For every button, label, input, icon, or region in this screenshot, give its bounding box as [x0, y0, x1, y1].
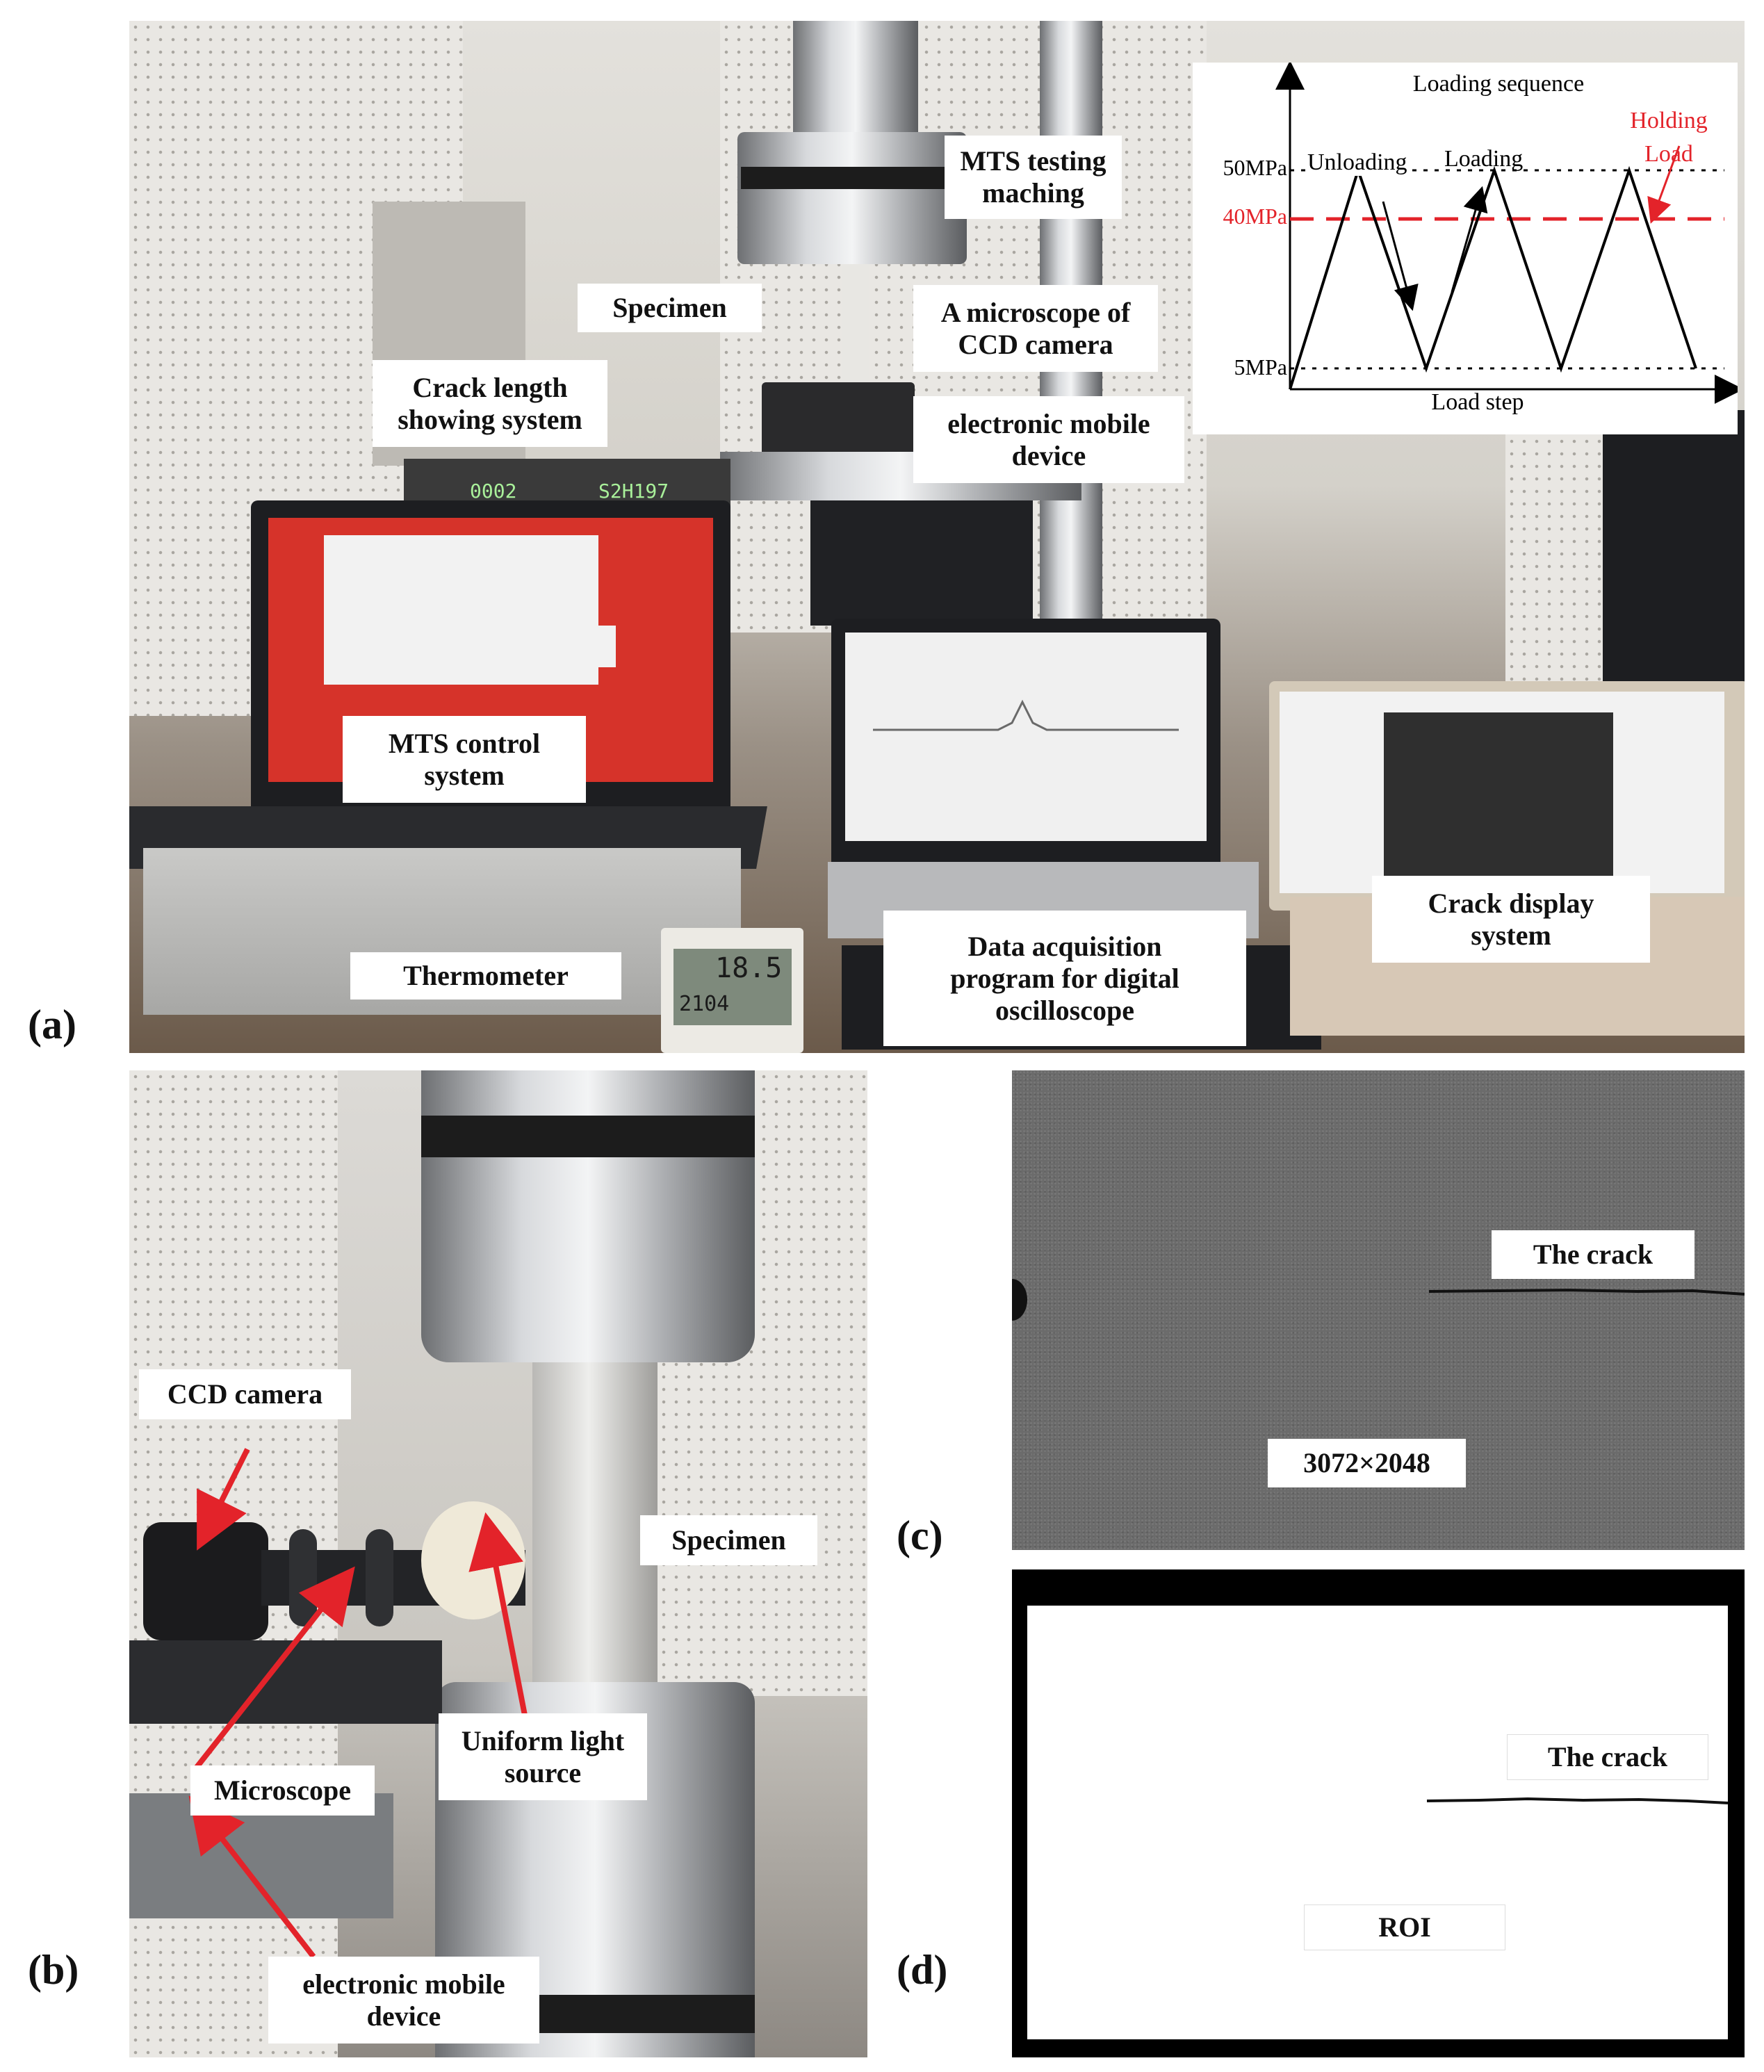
level-hold-label: 40MPa	[1223, 204, 1287, 229]
label-thermometer: Thermometer	[350, 952, 621, 1000]
label-data-acquisition: Data acquisition program for digital osc…	[883, 911, 1246, 1046]
label-resolution: 3072×2048	[1268, 1439, 1466, 1487]
label-microscope-ccd: A microscope of CCD camera	[913, 285, 1158, 372]
thermometer-device: 18.5 2104	[661, 928, 803, 1053]
panel-d-roi-image: The crack ROI	[1012, 1569, 1745, 2057]
counter-right-readout: S2H197	[598, 480, 669, 503]
crack-line-d	[1426, 1797, 1728, 1804]
unloading-label: Unloading	[1307, 149, 1407, 176]
crack-line-c	[1428, 1288, 1745, 1296]
diagram-xlabel: Load step	[1431, 389, 1524, 415]
pegboard-b-right	[658, 1070, 867, 1696]
laptop-right-screen	[1280, 692, 1724, 893]
load-cell-band	[741, 167, 963, 189]
crack-image-view	[1384, 712, 1613, 879]
laptop-middle-screen	[845, 633, 1207, 841]
laptop-right-lid	[1269, 681, 1745, 911]
label-crack-display: Crack display system	[1372, 876, 1650, 963]
panel-letter-c: (c)	[897, 1512, 943, 1558]
panel-letter-d: (d)	[897, 1947, 948, 1993]
label-crack-d: The crack	[1507, 1734, 1708, 1780]
label-mts-testing: MTS testing maching	[945, 136, 1122, 219]
panel-c-crack-image: The crack 3072×2048	[1012, 1070, 1745, 1550]
holding-load-label: Holding Load	[1630, 108, 1708, 167]
level-min-label: 5MPa	[1234, 354, 1287, 380]
panel-b-photo: CCD camera Microscope Uniform light sour…	[129, 1070, 867, 2057]
loading-label: Loading	[1444, 146, 1524, 172]
counter-left-readout: 0002	[470, 480, 517, 503]
thermometer-temp: 18.5	[715, 952, 783, 984]
roi-region: The crack ROI	[1027, 1606, 1728, 2039]
holding-load-arrow	[1647, 145, 1681, 224]
label-uniform-light: Uniform light source	[439, 1713, 647, 1800]
arrow-microscope	[193, 1566, 355, 1771]
label-specimen-b: Specimen	[640, 1515, 817, 1565]
label-roi: ROI	[1304, 1904, 1505, 1950]
panel-letter-a: (a)	[28, 1002, 76, 1047]
mts-window-2	[463, 626, 616, 667]
label-specimen-a: Specimen	[578, 284, 762, 332]
label-crack-length: Crack length showing system	[373, 360, 607, 447]
level-max-label: 50MPa	[1223, 155, 1287, 180]
laptop-left-screen	[268, 518, 713, 782]
panel-letter-b: (b)	[28, 1947, 79, 1993]
laptop-middle-lid	[831, 619, 1220, 869]
label-crack-c: The crack	[1492, 1230, 1694, 1279]
panel-b-arrows	[188, 1448, 539, 1959]
load-cell	[737, 132, 967, 264]
oscilloscope-trace	[873, 699, 1179, 731]
label-mts-control: MTS control system	[343, 716, 586, 803]
arrow-ccd-camera	[197, 1448, 250, 1551]
ccd-stage	[762, 382, 915, 459]
unloading-arrow	[1382, 201, 1419, 311]
arrow-electronic-mobile	[188, 1795, 316, 1959]
label-microscope: Microscope	[190, 1765, 375, 1816]
microscope-ring-2	[366, 1529, 393, 1626]
load-curve	[1289, 165, 1697, 390]
diagram-title: Loading sequence	[1412, 71, 1585, 97]
machine-base	[810, 500, 1033, 626]
upper-grip-band	[421, 1116, 755, 1157]
thermometer-date: 2104	[679, 992, 730, 1016]
label-electronic-mobile-a: electronic mobile device	[913, 396, 1184, 483]
loading-arrow	[1451, 186, 1488, 293]
loading-sequence-diagram: Loading sequence 50MPa 40MPa 5MPa Unload…	[1193, 63, 1738, 434]
label-ccd-camera: CCD camera	[139, 1369, 351, 1419]
panel-a-photo: 0002 S2H197 18.5 2104	[129, 21, 1745, 1053]
label-electronic-mobile-b: electronic mobile device	[268, 1957, 539, 2044]
notch-mark	[1012, 1279, 1027, 1321]
thermometer-display: 18.5 2104	[673, 949, 792, 1025]
